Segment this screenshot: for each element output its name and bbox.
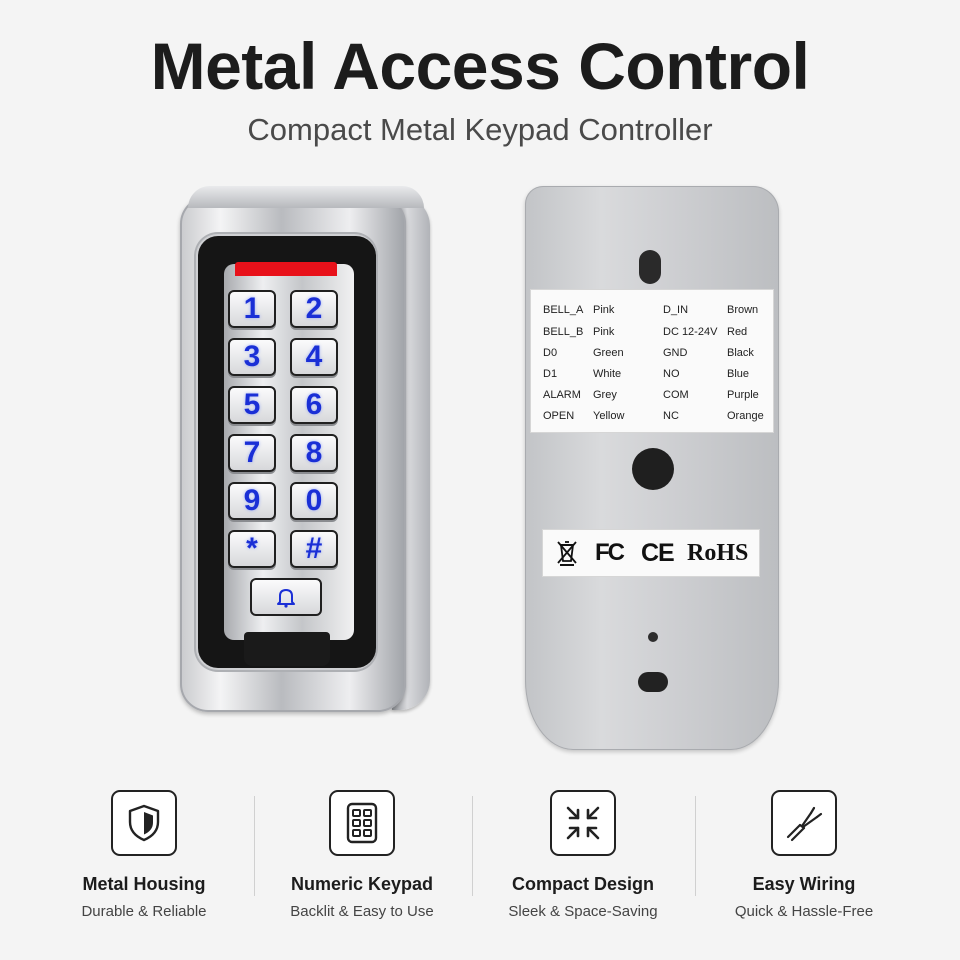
feature-icon-box — [771, 790, 837, 856]
wire-color: Grey — [593, 389, 617, 401]
feature-title: Easy Wiring — [752, 874, 856, 894]
feature-easy-wiring: Easy Wiring Quick & Hassle-Free — [709, 790, 899, 920]
feature-icon-box — [111, 790, 177, 856]
wire-color: Green — [593, 347, 624, 359]
feature-divider — [695, 796, 696, 896]
key-0[interactable]: 0 — [290, 482, 338, 520]
doorbell-key[interactable] — [250, 578, 322, 616]
feature-subtitle: Sleek & Space-Saving — [508, 903, 658, 920]
feature-title: Metal Housing — [82, 874, 206, 894]
wire-name: BELL_B — [543, 326, 584, 338]
key-4[interactable]: 4 — [290, 338, 338, 376]
feature-compact-design: Compact Design Sleek & Space-Saving — [488, 790, 678, 920]
key-8[interactable]: 8 — [290, 434, 338, 472]
key-hash[interactable]: # — [290, 530, 338, 568]
wire-name: NO — [663, 368, 680, 380]
key-7[interactable]: 7 — [228, 434, 276, 472]
wire-color: Blue — [727, 368, 750, 380]
feature-divider — [472, 796, 473, 896]
ce-mark: CE — [641, 539, 675, 567]
fc-mark: FC — [595, 539, 625, 566]
wires-icon — [786, 806, 823, 842]
wire-color: Red — [727, 326, 748, 338]
feature-numeric-keypad: Numeric Keypad Backlit & Easy to Use — [267, 790, 457, 920]
wire-name: COM — [663, 389, 689, 401]
feature-metal-housing: Metal Housing Durable & Reliable — [49, 790, 239, 920]
status-led — [235, 262, 337, 276]
key-5[interactable]: 5 — [228, 386, 276, 424]
feature-icon-box — [550, 790, 616, 856]
wiring-label: BELL_A Pink D_IN Brown BELL_B Pink DC 12… — [531, 290, 773, 432]
key-3[interactable]: 3 — [228, 338, 276, 376]
keypad-bottom-slot — [244, 632, 330, 666]
cable-hole — [632, 448, 674, 490]
key-9[interactable]: 9 — [228, 482, 276, 520]
keypad-top-edge — [188, 186, 424, 208]
key-6[interactable]: 6 — [290, 386, 338, 424]
wire-color: Orange — [727, 410, 764, 422]
keypad-icon — [346, 802, 378, 844]
key-2[interactable]: 2 — [290, 290, 338, 328]
feature-subtitle: Durable & Reliable — [81, 903, 207, 920]
back-plate: BELL_A Pink D_IN Brown BELL_B Pink DC 12… — [525, 186, 779, 750]
screw-hole — [648, 632, 658, 642]
feature-title: Compact Design — [511, 874, 655, 894]
wire-color: Black — [727, 347, 754, 359]
wire-name: BELL_A — [543, 304, 584, 316]
feature-divider — [254, 796, 255, 896]
wire-name: ALARM — [543, 389, 581, 401]
wire-color: Brown — [727, 304, 759, 316]
wire-color: Pink — [593, 304, 615, 316]
page-subtitle: Compact Metal Keypad Controller — [247, 112, 713, 147]
mounting-hole-bottom — [638, 672, 668, 692]
mounting-hole-top — [639, 250, 661, 284]
wire-color: Yellow — [593, 410, 625, 422]
feature-title: Numeric Keypad — [290, 874, 434, 894]
wire-name: D1 — [543, 368, 558, 380]
page-title: Metal Access Control — [150, 29, 810, 103]
wire-name: D0 — [543, 347, 558, 359]
rohs-mark: RoHS — [687, 540, 749, 566]
wire-color: Pink — [593, 326, 615, 338]
keypad-front-view: 1 2 3 4 5 6 7 8 9 0 * # — [180, 186, 430, 722]
wire-color: Purple — [727, 389, 759, 401]
crossed-bin-icon — [557, 541, 577, 566]
wire-name: D_IN — [663, 304, 689, 316]
certification-label: FC CE RoHS — [543, 530, 759, 576]
wire-name: DC 12-24V — [663, 326, 718, 338]
wire-name: GND — [663, 347, 688, 359]
wire-name: NC — [663, 410, 679, 422]
key-star[interactable]: * — [228, 530, 276, 568]
wire-color: White — [593, 368, 622, 380]
feature-subtitle: Quick & Hassle-Free — [734, 903, 874, 920]
feature-icon-box — [329, 790, 395, 856]
compress-arrows-icon — [566, 806, 600, 840]
bell-icon — [277, 589, 295, 608]
shield-icon — [128, 804, 160, 842]
key-1[interactable]: 1 — [228, 290, 276, 328]
wire-name: OPEN — [543, 410, 575, 422]
feature-subtitle: Backlit & Easy to Use — [290, 903, 434, 920]
